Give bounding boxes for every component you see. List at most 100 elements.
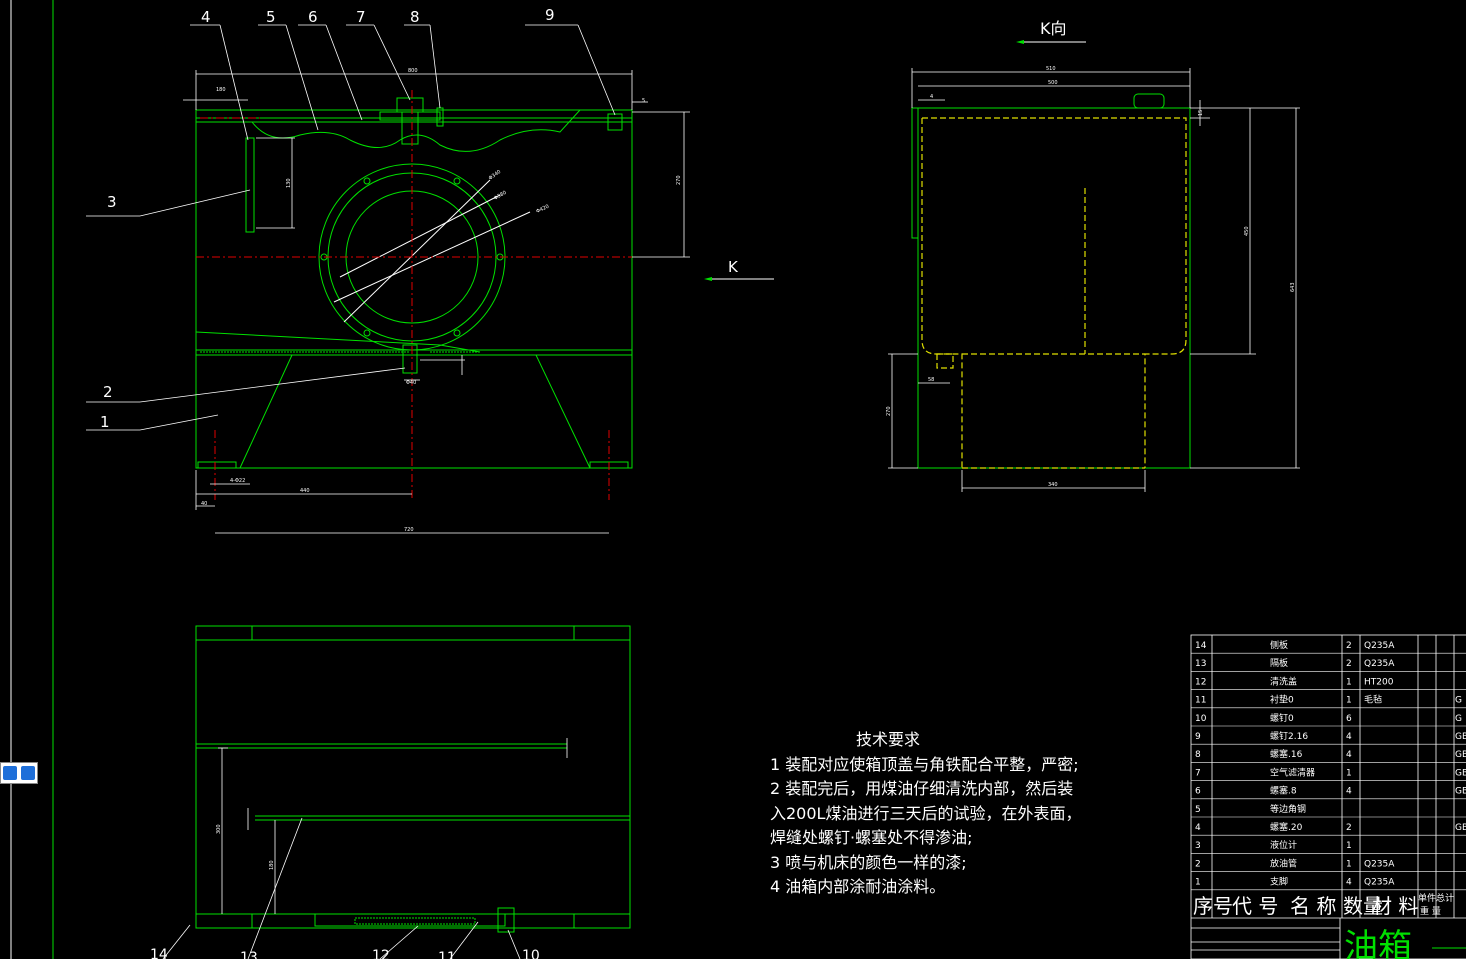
header-code: 代 号	[1232, 894, 1278, 918]
header-total-weight: 总计	[1436, 892, 1454, 904]
row-name: 螺塞.20	[1270, 821, 1303, 833]
row-qty: 4	[1346, 732, 1352, 742]
side-view-label: K向	[1016, 19, 1086, 44]
header-name: 名 称	[1290, 894, 1336, 918]
callout-12: 12	[372, 948, 390, 959]
row-no: 9	[1195, 732, 1201, 742]
callout-8: 8	[410, 8, 420, 26]
callout-14: 14	[150, 947, 168, 959]
row-ref: GB	[1455, 768, 1466, 778]
svg-text:Φ380: Φ380	[493, 190, 508, 202]
row-no: 4	[1195, 823, 1201, 833]
callout-3: 3	[107, 193, 117, 211]
svg-text:440: 440	[300, 488, 310, 494]
shirt-icon[interactable]	[3, 766, 17, 780]
row-qty: 2	[1346, 641, 1352, 651]
side-dimensions	[888, 68, 1300, 492]
row-ref: GB	[1455, 732, 1466, 742]
svg-text:180: 180	[269, 860, 275, 870]
row-qty: 2	[1346, 659, 1352, 669]
drawing-title: 油箱	[1344, 927, 1412, 959]
svg-text:720: 720	[404, 527, 414, 533]
callout-1: 1	[100, 413, 110, 431]
svg-text:180: 180	[216, 87, 226, 93]
svg-text:340: 340	[1048, 482, 1058, 488]
row-name: 隔板	[1270, 657, 1288, 669]
front-callouts: 4 5 6 7 8 9 3 2 1	[100, 6, 555, 431]
svg-text:643: 643	[1290, 282, 1296, 292]
svg-text:270: 270	[886, 406, 892, 416]
svg-text:5: 5	[642, 98, 645, 104]
row-name: 侧板	[1270, 639, 1288, 651]
header-material: 材 料	[1372, 894, 1418, 918]
row-material: Q235A	[1364, 641, 1395, 651]
front-centerlines	[196, 90, 632, 500]
requirement-line: 3 喷与机床的颜色一样的漆;	[770, 852, 967, 872]
row-no: 3	[1195, 841, 1201, 851]
svg-text:270: 270	[676, 175, 682, 185]
row-name: 螺塞.8	[1270, 785, 1297, 797]
header-unit-weight: 单件	[1418, 892, 1436, 904]
svg-text:450: 450	[1244, 226, 1250, 236]
svg-text:Φ40: Φ40	[406, 380, 416, 386]
row-name: 空气滤清器	[1270, 766, 1315, 778]
plan-dimensions	[162, 738, 568, 959]
svg-text:Φ420: Φ420	[535, 204, 550, 215]
requirement-line: 4 油箱内部涂耐油涂料。	[770, 877, 946, 896]
k-marker-label: K	[728, 258, 739, 276]
row-qty: 1	[1346, 768, 1352, 778]
row-ref: GB	[1455, 823, 1466, 833]
callout-10: 10	[522, 948, 540, 959]
row-no: 10	[1195, 714, 1207, 724]
side-hidden-lines	[921, 117, 1187, 469]
requirement-line: 焊缝处螺钉·螺塞处不得渗油;	[770, 828, 973, 847]
row-ref: GB	[1455, 750, 1466, 760]
wrench-icon[interactable]	[21, 766, 35, 780]
k-direction-label: K向	[1040, 19, 1067, 38]
header-weight: 重 量	[1420, 905, 1441, 917]
callout-4: 4	[201, 8, 211, 26]
plan-dim-texts: 300 180	[216, 824, 275, 870]
plan-callouts: 14 13 12 11 10	[150, 947, 540, 959]
row-no: 7	[1195, 768, 1201, 778]
row-name: 等边角钢	[1270, 803, 1306, 815]
side-dim-texts: 510 500 4 15 450 643 270 340 58	[886, 66, 1296, 488]
row-qty: 4	[1346, 878, 1352, 888]
callout-7: 7	[356, 8, 366, 26]
row-no: 14	[1195, 641, 1207, 651]
svg-text:58: 58	[928, 377, 934, 383]
row-material: Q235A	[1364, 859, 1395, 869]
callout-5: 5	[266, 8, 276, 26]
row-qty: 4	[1346, 787, 1352, 797]
technical-requirements: 技术要求 1 装配对应使箱顶盖与角铁配合平整，严密; 2 装配完后，用煤油仔细清…	[770, 728, 1081, 900]
plan-view	[195, 625, 631, 933]
row-material: Q235A	[1364, 878, 1395, 888]
svg-text:510: 510	[1046, 66, 1056, 72]
svg-text:40: 40	[201, 501, 207, 507]
row-material: Q235A	[1364, 659, 1395, 669]
svg-text:Φ340: Φ340	[488, 169, 502, 182]
row-qty: 1	[1346, 696, 1352, 706]
row-no: 2	[1195, 859, 1201, 869]
callout-2: 2	[103, 383, 113, 401]
row-no: 12	[1195, 677, 1206, 687]
requirement-line: 2 装配完后，用煤油仔细清洗内部，然后装	[770, 779, 1074, 798]
row-qty: 1	[1346, 841, 1352, 851]
row-ref: G	[1455, 714, 1462, 724]
svg-text:800: 800	[408, 68, 418, 74]
header-seq: 序号	[1193, 894, 1233, 918]
requirement-line: 1 装配对应使箱顶盖与角铁配合平整，严密;	[770, 754, 1079, 774]
row-ref: G	[1455, 696, 1462, 706]
row-material: HT200	[1364, 677, 1394, 687]
front-leaders	[86, 24, 616, 431]
side-toolbar[interactable]	[0, 762, 38, 784]
callout-11: 11	[438, 950, 456, 959]
requirement-line: 入200L煤油进行三天后的试验，在外表面，	[770, 803, 1082, 823]
row-name: 螺钉0	[1270, 713, 1294, 724]
row-no: 5	[1195, 805, 1201, 815]
svg-text:15: 15	[1198, 110, 1204, 116]
row-qty: 1	[1346, 677, 1352, 687]
svg-text:500: 500	[1048, 80, 1058, 86]
